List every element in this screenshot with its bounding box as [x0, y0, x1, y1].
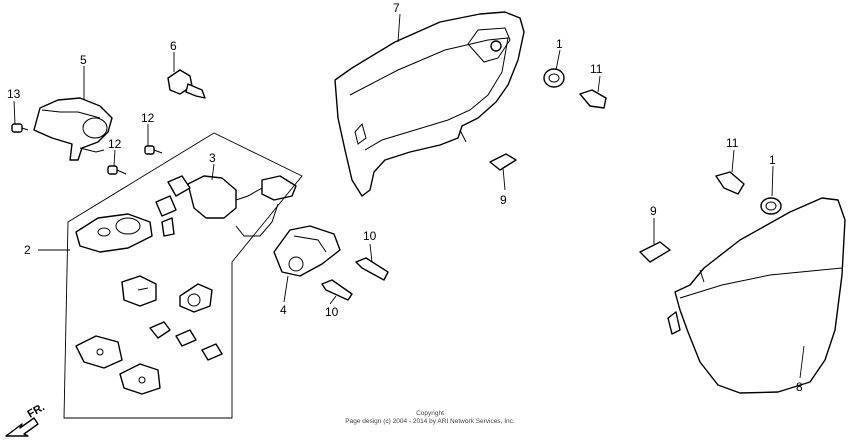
bolt-13: [11, 123, 29, 133]
callout-7: 7: [393, 1, 400, 15]
bolt-12-upper: [144, 145, 163, 155]
lock-body: [121, 275, 157, 307]
side-cover-upper: [334, 11, 525, 197]
small-latch-b: [175, 329, 197, 347]
callout-1-upper: 1: [556, 37, 563, 51]
callout-13: 13: [7, 87, 21, 101]
copyright-notice: Copyright Page design (c) 2004 - 2014 by…: [330, 410, 530, 426]
callout-5: 5: [80, 53, 87, 67]
bolt-12-lower: [107, 165, 127, 175]
callout-10-lower: 10: [325, 305, 339, 319]
copyright-title: Copyright: [416, 410, 444, 417]
screw-upper: [579, 89, 607, 109]
seat-lock-mechanism: [273, 225, 341, 277]
seat-lock-cap: [75, 213, 153, 253]
lock-set-frame: [63, 132, 303, 419]
side-cover-lower: [667, 197, 846, 394]
leader-lines: [13, 13, 805, 379]
callout-11-lower: 11: [726, 136, 739, 150]
small-latch-c: [201, 343, 223, 361]
callout-9-upper: 9: [500, 193, 507, 207]
callout-2: 2: [24, 243, 31, 257]
copyright-text: Page design (c) 2004 - 2014 by ARI Netwo…: [345, 418, 515, 425]
grommet-upper: [543, 68, 565, 88]
stud-lower: [321, 279, 353, 301]
ignition-cover-bracket: [33, 97, 113, 161]
small-latch-a: [149, 321, 171, 339]
lock-plate-b: [119, 363, 161, 395]
callout-8: 8: [796, 380, 803, 394]
lock-cylinder: [179, 283, 213, 313]
callout-1-lower: 1: [769, 153, 776, 167]
callout-12-lower: 12: [108, 137, 122, 151]
callout-10-upper: 10: [363, 229, 377, 243]
front-label: FR.: [26, 401, 47, 420]
grommet-lower: [760, 197, 782, 215]
key: [167, 69, 206, 99]
callout-4: 4: [280, 303, 287, 317]
callout-numbers: 7 1 11 9 11 1 9 8 13 5 6 12 12 3 2 4 10 …: [7, 1, 803, 394]
lock-plate-a: [75, 335, 123, 369]
callout-12-upper: 12: [141, 111, 155, 125]
front-direction-arrow: FR.: [5, 401, 47, 437]
stud-upper: [355, 257, 389, 281]
ignition-switch: [155, 175, 297, 237]
callout-3: 3: [209, 151, 216, 165]
callout-6: 6: [170, 39, 177, 53]
cushion-upper: [489, 153, 517, 171]
callout-11-upper: 11: [590, 62, 603, 76]
cushion-lower: [639, 241, 671, 263]
screw-lower: [715, 171, 745, 195]
callout-9-lower: 9: [650, 204, 657, 218]
